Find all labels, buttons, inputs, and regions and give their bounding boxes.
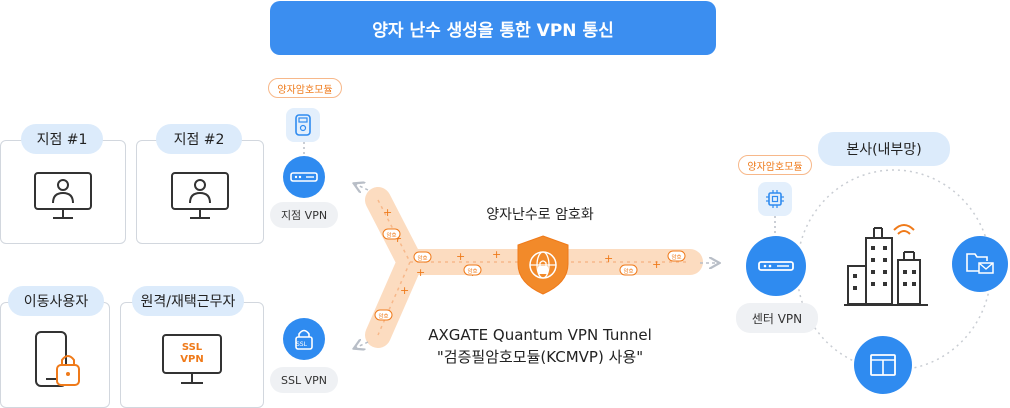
ssl-vpn-label: SSL VPN [270,367,338,393]
mail-folder-node [952,236,1008,292]
server-window-node [854,336,912,394]
site-box-remote: SSL VPN [120,302,264,408]
chip-icon [286,108,320,142]
encrypt-label: 양자난수로 암호화 [486,207,594,223]
center-vpn-device [746,236,806,296]
center-vpn-label: 센터 VPN [736,303,818,333]
tunnel-arrows [355,184,718,348]
user-monitor-icon [171,172,229,219]
packet: 암호 [667,250,686,262]
ssl-lock-label: SSL [296,341,307,348]
site-label-remote: 원격/재택근무자 [132,286,244,316]
svg-text:암호: 암호 [467,267,477,275]
shield-globe-icon [517,235,569,295]
ssl-screen-label: SSL VPN [180,342,204,365]
svg-text:암호: 암호 [417,254,427,262]
site-box-branch1 [0,140,126,244]
lock-icon [295,329,313,350]
site-label-branch1: 지점 #1 [21,124,103,154]
svg-text:암호: 암호 [623,267,633,275]
packet: 암호 [382,228,401,240]
chip-icon [758,182,792,216]
qrng-module-label-center: 양자암호모듈 [738,155,812,175]
branch-vpn-label: 지점 VPN [270,202,338,228]
site-label-mobile: 이동사용자 [8,286,104,316]
router-icon [758,261,794,271]
connector-line [774,216,776,236]
packet: 암호 [374,309,393,321]
site-box-branch2 [136,140,264,244]
svg-text:+: + [456,250,465,263]
usb-key-icon [295,114,311,136]
processor-icon [766,190,784,208]
svg-text:암호: 암호 [671,253,681,261]
smartphone-lock-icon [35,331,80,387]
svg-text:+: + [492,248,501,261]
tunnel-packets: 암호 암호 암호 암호 암호 암호 [374,228,686,321]
svg-text:+: + [416,266,425,279]
tunnel-kcmvp-note: "검증필암호모듈(KCMVP) 사용" [436,348,644,366]
ssl-vpn-device: SSL [283,318,325,360]
router-icon [290,172,318,182]
tunnel-name: AXGATE Quantum VPN Tunnel [428,326,652,344]
svg-text:암호: 암호 [378,312,388,320]
qrng-module-label-branch: 양자암호모듈 [268,78,342,98]
packet: 암호 [619,264,638,276]
svg-text:암호: 암호 [386,231,396,239]
signal-icon [893,224,915,235]
svg-text:+: + [383,206,392,219]
mail-folder-icon [966,253,994,274]
svg-text:+: + [652,258,661,271]
window-icon [870,354,896,376]
svg-text:+: + [400,284,409,297]
page-title: 양자 난수 생성을 통한 VPN 통신 [270,1,716,55]
packet: 암호 [413,251,432,263]
buildings-icon [844,224,928,306]
packet: 암호 [463,264,482,276]
hq-label: 본사(내부망) [818,132,950,166]
user-monitor-icon [34,172,92,219]
site-box-mobile [0,302,110,408]
branch-vpn-device [283,156,325,198]
svg-text:+: + [604,252,613,265]
page-title-text: 양자 난수 생성을 통한 VPN 통신 [372,20,614,41]
site-label-branch2: 지점 #2 [156,124,242,154]
ssl-monitor-icon [162,334,222,384]
